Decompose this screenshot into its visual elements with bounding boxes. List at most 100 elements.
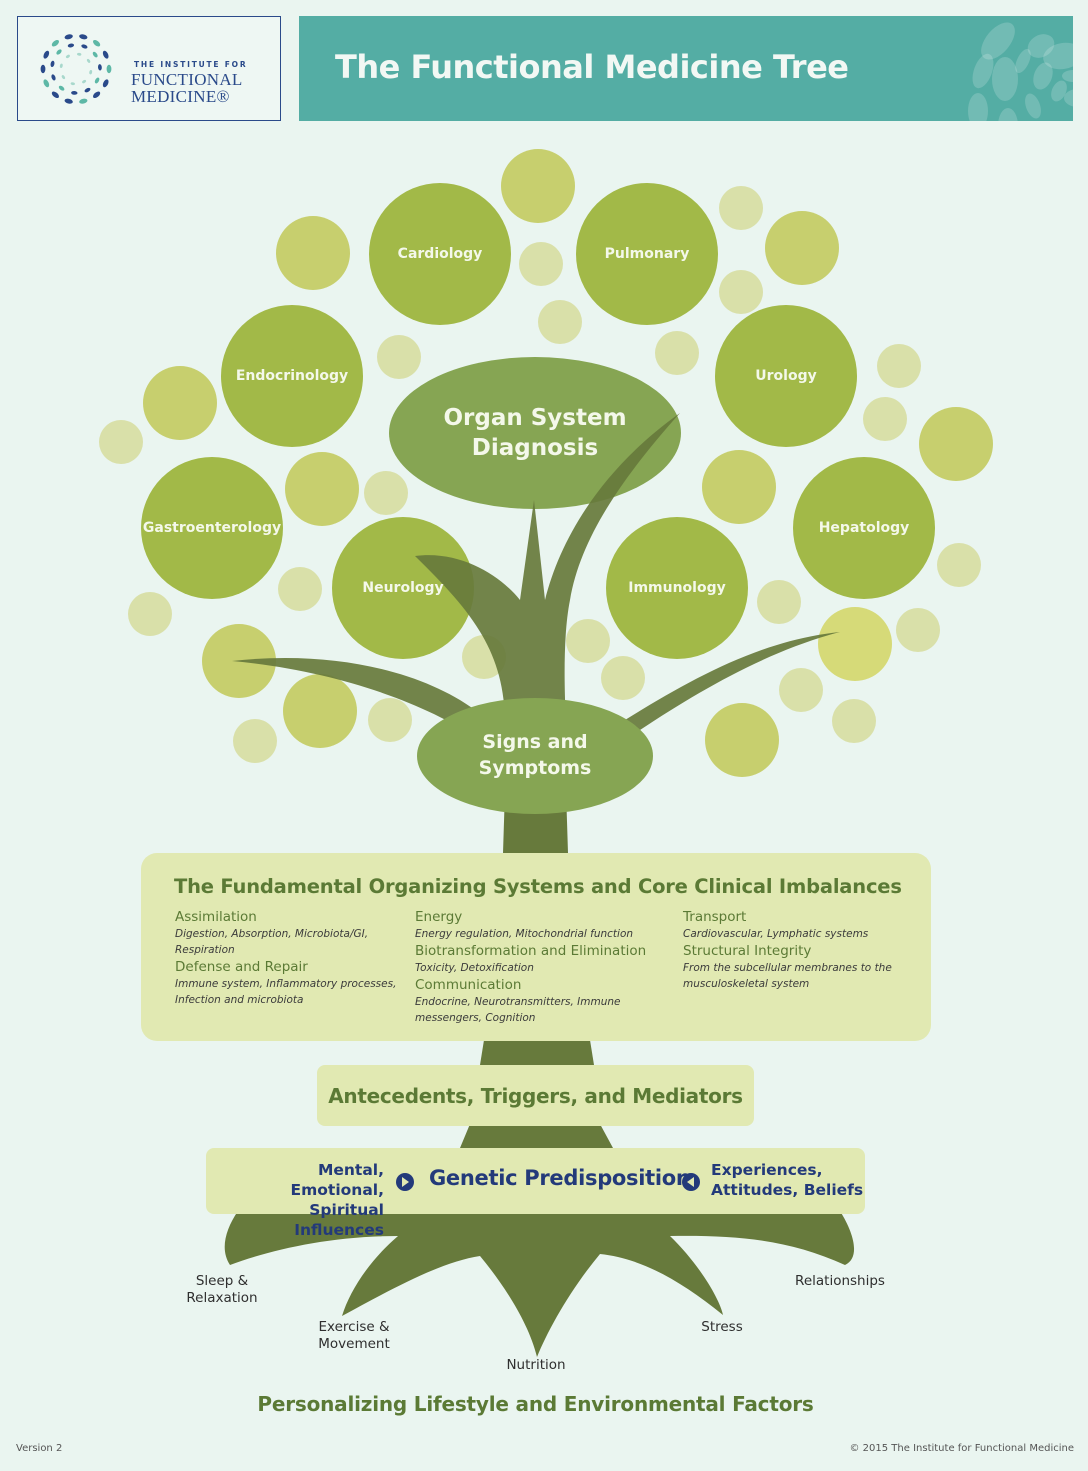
mental-emotional-label: Mental, Emotional, Spiritual Influences xyxy=(290,1161,384,1239)
accent-circle xyxy=(538,300,582,344)
system-heading: Assimilation xyxy=(175,909,257,925)
arrow-left-icon xyxy=(682,1173,700,1191)
accent-circle xyxy=(377,335,421,379)
genetic-predisposition-label: Genetic Predisposition xyxy=(429,1166,691,1190)
system-description: Toxicity, Detoxification xyxy=(415,962,534,974)
copyright-label: © 2015 The Institute for Functional Medi… xyxy=(849,1443,1074,1454)
system-description: From the subcellular membranes to the mu… xyxy=(683,962,892,990)
logo-tagline: THE INSTITUTE FOR xyxy=(134,60,248,69)
specialty-circle-gastroenterology xyxy=(141,457,283,599)
accent-circle xyxy=(757,580,801,624)
logo: THE INSTITUTE FOR FUNCTIONAL MEDICINE® xyxy=(17,16,281,121)
accent-circle xyxy=(719,270,763,314)
logo-name: FUNCTIONAL MEDICINE® xyxy=(131,70,243,106)
trunk-middle xyxy=(480,1040,594,1065)
root-label-exercise: Exercise & Movement xyxy=(318,1319,390,1352)
system-description: Energy regulation, Mitochondrial functio… xyxy=(415,928,634,940)
root-label-relationships: Relationships xyxy=(795,1273,885,1289)
accent-circle xyxy=(705,703,779,777)
specialty-circle-cardiology xyxy=(369,183,511,325)
trunk-lower-wide xyxy=(460,1124,613,1148)
root-label-stress: Stress xyxy=(701,1319,743,1335)
accent-circle xyxy=(128,592,172,636)
accent-circle xyxy=(368,698,412,742)
specialty-circle-pulmonary xyxy=(576,183,718,325)
specialty-circle-immunology xyxy=(606,517,748,659)
accent-circle xyxy=(896,608,940,652)
specialty-label-neurology: Neurology xyxy=(362,580,444,596)
accent-circle xyxy=(863,397,907,441)
accent-circle xyxy=(285,452,359,526)
lifestyle-factors-title: Personalizing Lifestyle and Environmenta… xyxy=(257,1392,814,1416)
accent-circle xyxy=(283,674,357,748)
swirl-dots-logo-icon xyxy=(40,34,112,104)
root-label-nutrition: Nutrition xyxy=(506,1357,566,1373)
accent-circle xyxy=(702,450,776,524)
system-description: Immune system, Inflammatory processes, I… xyxy=(175,978,397,1006)
specialty-circle-urology xyxy=(715,305,857,447)
accent-circle xyxy=(501,149,575,223)
accent-circle xyxy=(601,656,645,700)
accent-circle xyxy=(779,668,823,712)
system-heading: Structural Integrity xyxy=(683,943,812,959)
accent-circle xyxy=(877,344,921,388)
arrow-right-icon xyxy=(396,1173,414,1191)
system-description: Endocrine, Neurotransmitters, Immune mes… xyxy=(415,996,621,1024)
accent-circle xyxy=(278,567,322,611)
core-systems-title: The Fundamental Organizing Systems and C… xyxy=(174,875,902,898)
system-heading: Energy xyxy=(415,909,463,925)
accent-circle xyxy=(519,242,563,286)
experiences-label: Experiences, Attitudes, Beliefs xyxy=(711,1161,864,1199)
specialty-circle-neurology xyxy=(332,517,474,659)
root-label-sleep: Sleep & Relaxation xyxy=(186,1273,258,1306)
accent-circle xyxy=(364,471,408,515)
specialty-label-urology: Urology xyxy=(755,368,817,384)
specialty-label-hepatology: Hepatology xyxy=(818,520,910,536)
antecedents-panel: Antecedents, Triggers, and Mediators xyxy=(317,1065,754,1126)
accent-circle xyxy=(276,216,350,290)
specialty-circle-hepatology xyxy=(793,457,935,599)
antecedents-label: Antecedents, Triggers, and Mediators xyxy=(328,1083,743,1108)
accent-circle xyxy=(719,186,763,230)
system-heading: Communication xyxy=(415,977,522,993)
page-title: The Functional Medicine Tree xyxy=(335,48,849,86)
trunk-central xyxy=(415,413,680,725)
genetic-panel: Mental, Emotional, Spiritual Influences … xyxy=(206,1148,865,1239)
organ-system-diagnosis-oval xyxy=(389,357,681,509)
accent-circle xyxy=(566,619,610,663)
roots-shape xyxy=(224,1211,855,1357)
specialty-label-cardiology: Cardiology xyxy=(397,246,483,262)
specialty-label-immunology: Immunology xyxy=(628,580,726,596)
core-systems-panel: The Fundamental Organizing Systems and C… xyxy=(141,853,931,1041)
accent-circle xyxy=(919,407,993,481)
accent-circle xyxy=(832,699,876,743)
specialty-circle-endocrinology xyxy=(221,305,363,447)
accent-circle xyxy=(233,719,277,763)
accent-circle xyxy=(765,211,839,285)
accent-circle xyxy=(818,607,892,681)
specialty-label-pulmonary: Pulmonary xyxy=(604,246,690,262)
specialty-label-gastroenterology: Gastroenterology xyxy=(142,520,282,536)
decorative-dots-icon xyxy=(968,22,1073,121)
version-label: Version 2 xyxy=(16,1443,63,1454)
branch-left-low xyxy=(232,658,480,740)
accent-circle xyxy=(655,331,699,375)
system-description: Digestion, Absorption, Microbiota/GI, Re… xyxy=(175,928,369,956)
specialty-label-endocrinology: Endocrinology xyxy=(235,368,349,384)
accent-circle xyxy=(937,543,981,587)
signs-symptoms-oval xyxy=(417,698,653,814)
accent-circle xyxy=(99,420,143,464)
branch-right-low xyxy=(625,632,840,730)
system-heading: Transport xyxy=(683,909,747,925)
accent-circle xyxy=(143,366,217,440)
system-description: Cardiovascular, Lymphatic systems xyxy=(683,928,869,940)
system-heading: Biotransformation and Elimination xyxy=(415,943,647,959)
system-heading: Defense and Repair xyxy=(175,959,308,975)
header-banner: The Functional Medicine Tree xyxy=(299,16,1073,121)
